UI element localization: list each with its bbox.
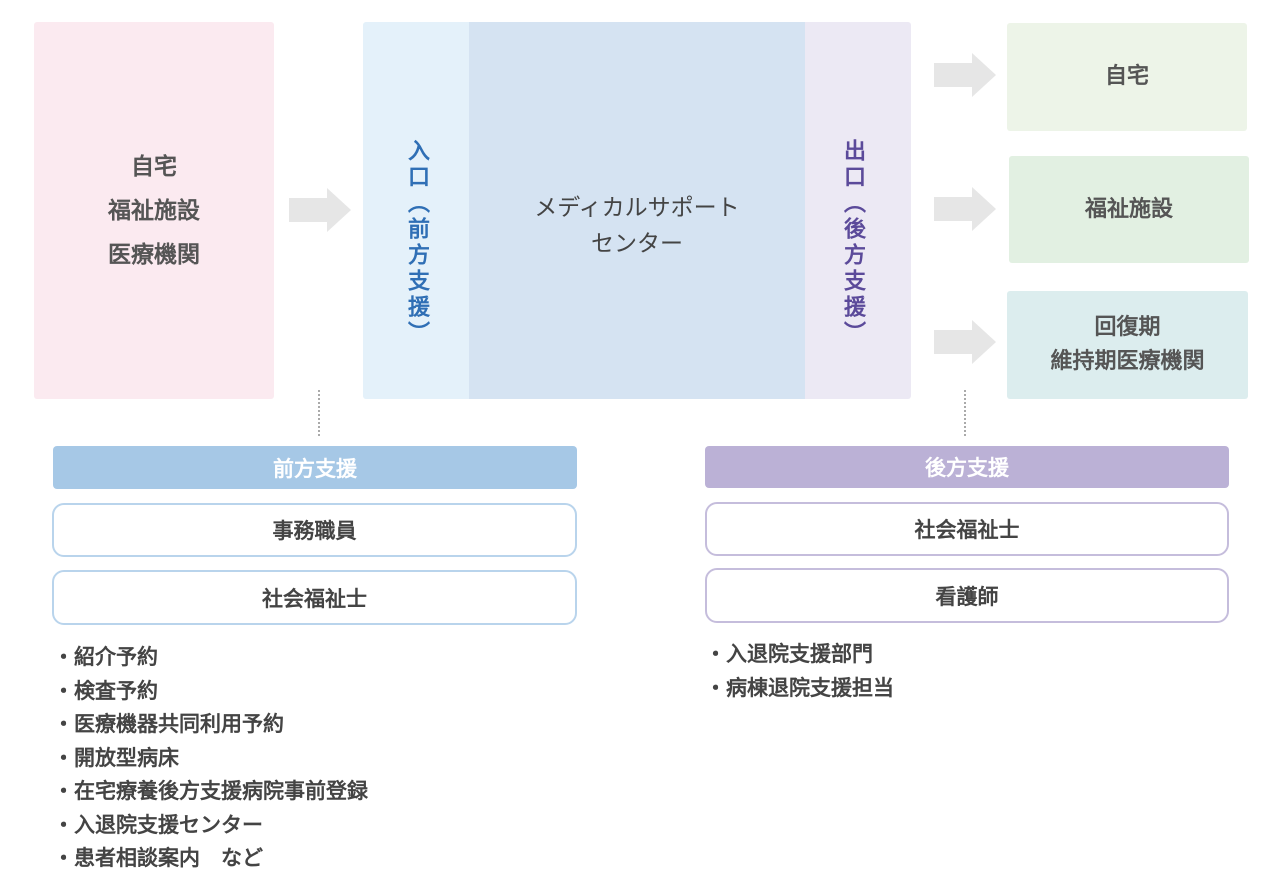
list-item: ・紹介予約 bbox=[53, 645, 158, 669]
destination-recovery-line-1: 回復期 bbox=[1094, 315, 1161, 340]
center-title-line-2: センター bbox=[591, 231, 683, 257]
list-item: ・開放型病床 bbox=[53, 745, 179, 770]
back-role-nurse: 看護師 bbox=[705, 568, 1229, 623]
source-box: 自宅 福祉施設 医療機関 bbox=[34, 22, 274, 399]
destination-welfare: 福祉施設 bbox=[1009, 156, 1249, 263]
front-connector bbox=[318, 390, 320, 436]
arrow-to-recovery-icon bbox=[934, 320, 996, 364]
destination-home-label: 自宅 bbox=[1104, 64, 1149, 89]
source-line-home: 自宅 bbox=[131, 153, 177, 180]
medical-support-center: メディカルサポート センター 入口（前方支援） 出口（後方支援） bbox=[363, 22, 911, 399]
back-support-header: 後方支援 bbox=[705, 446, 1229, 488]
destination-recovery: 回復期 維持期医療機関 bbox=[1007, 291, 1248, 399]
arrow-to-home-icon bbox=[934, 53, 996, 97]
list-item: ・病棟退院支援担当 bbox=[705, 675, 894, 700]
list-item: ・入退院支援部門 bbox=[705, 642, 873, 666]
source-line-medical: 医療機関 bbox=[108, 241, 200, 268]
arrow-to-welfare-icon bbox=[934, 187, 996, 231]
front-role-clerical: 事務職員 bbox=[52, 503, 577, 557]
back-support-list: ・入退院支援部門 ・病棟退院支援担当 bbox=[705, 638, 894, 705]
list-item: ・検査予約 bbox=[53, 678, 158, 703]
front-support-list: ・紹介予約 ・検査予約 ・医療機器共同利用予約 ・開放型病床 ・在宅療養後方支援… bbox=[53, 641, 368, 876]
back-role-social-worker: 社会福祉士 bbox=[705, 502, 1229, 556]
list-item: ・入退院支援センター bbox=[53, 812, 263, 837]
front-role-social-worker: 社会福祉士 bbox=[52, 570, 577, 625]
entrance-label: 入口（前方支援） bbox=[404, 139, 429, 347]
front-support-header: 前方支援 bbox=[53, 446, 577, 489]
list-item: ・医療機器共同利用予約 bbox=[53, 712, 284, 736]
destination-welfare-label: 福祉施設 bbox=[1084, 196, 1173, 222]
arrow-to-center-icon bbox=[289, 188, 351, 232]
center-title-line-1: メディカルサポート bbox=[534, 195, 740, 221]
list-item: ・在宅療養後方支援病院事前登録 bbox=[53, 779, 368, 803]
destination-home: 自宅 bbox=[1007, 23, 1247, 131]
source-line-welfare: 福祉施設 bbox=[108, 197, 200, 224]
center-title: メディカルサポート センター bbox=[469, 190, 805, 262]
entrance-column bbox=[363, 22, 469, 399]
destination-recovery-line-2: 維持期医療機関 bbox=[1050, 349, 1205, 374]
center-column: メディカルサポート センター bbox=[469, 22, 805, 399]
exit-column bbox=[805, 22, 911, 399]
exit-label: 出口（後方支援） bbox=[840, 139, 865, 347]
back-connector bbox=[964, 390, 966, 436]
list-item: ・患者相談案内 など bbox=[53, 846, 263, 870]
